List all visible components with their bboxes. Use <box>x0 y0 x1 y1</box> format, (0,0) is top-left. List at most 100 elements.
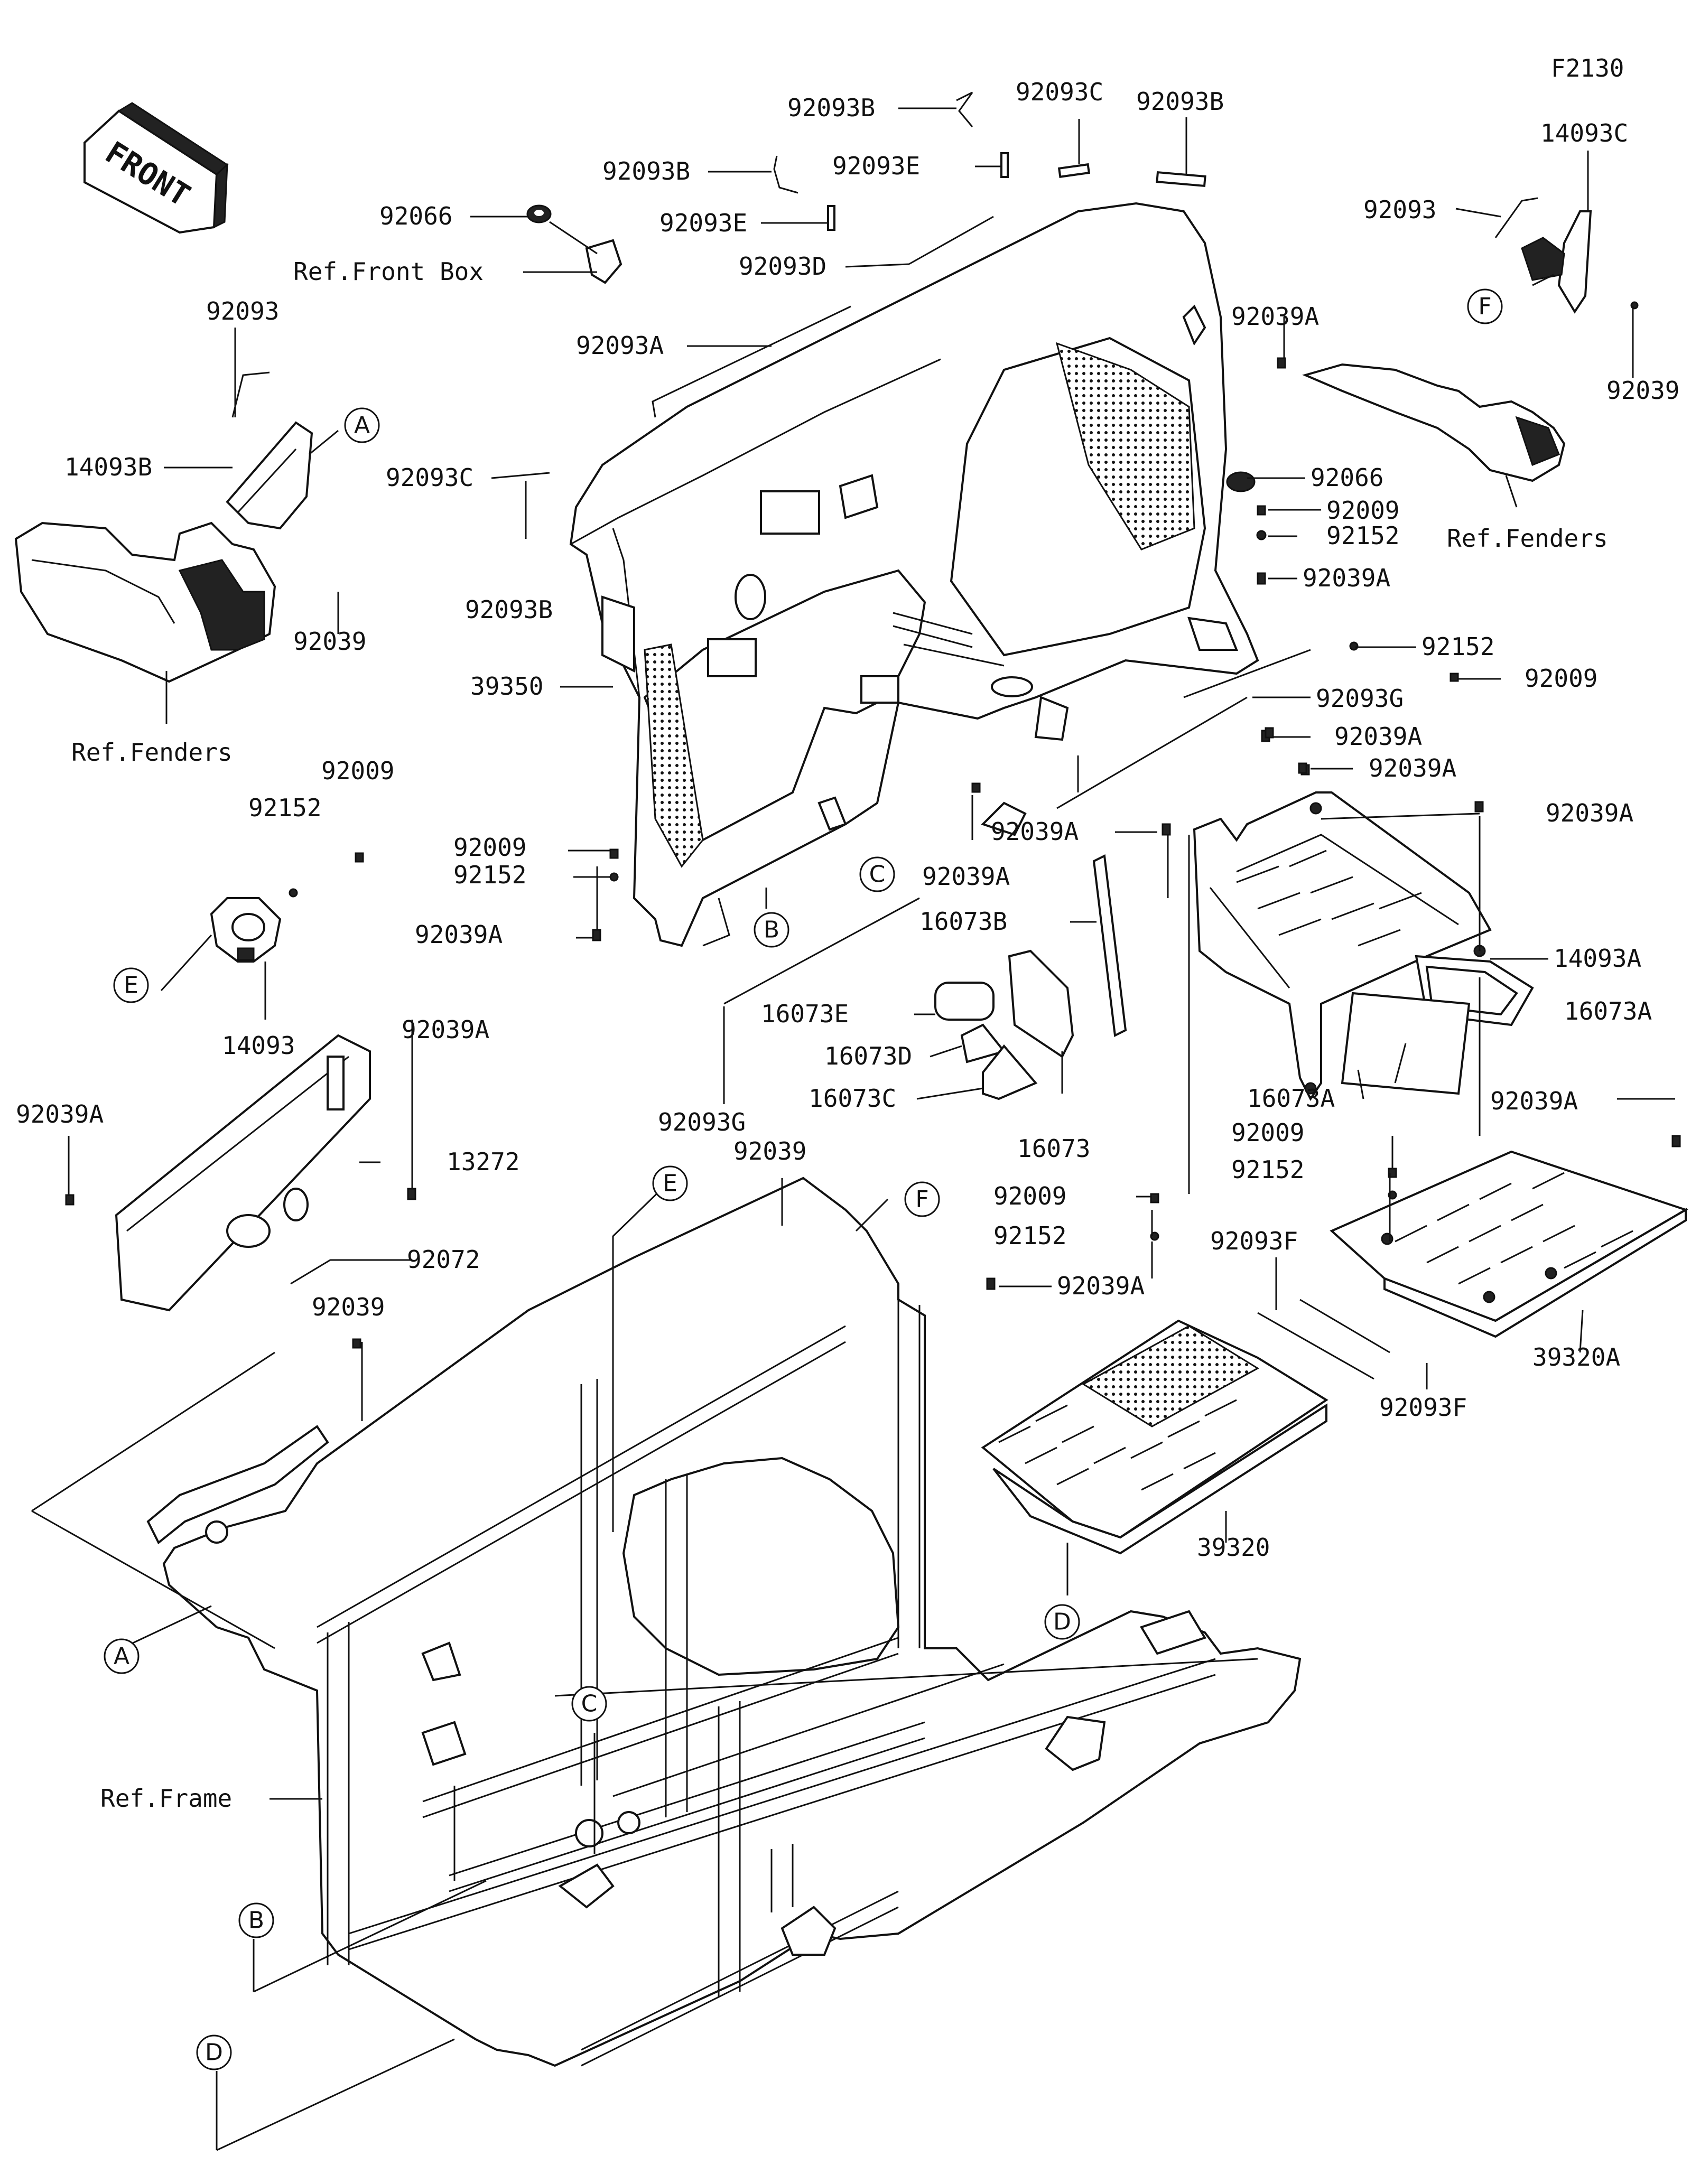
label-92009-b: 92009 <box>1525 664 1597 693</box>
bracket-14093B <box>226 421 313 530</box>
seal-16073C <box>982 1044 1038 1100</box>
label-ref-front-box: Ref.Front Box <box>293 257 484 286</box>
label-92039A-i: 92039A <box>402 1015 489 1044</box>
label-92152-d: 92152 <box>453 861 526 889</box>
screw-92039A-right <box>1277 357 1286 369</box>
label-92093E-a: 92093E <box>832 152 920 180</box>
label-92093C-b: 92093C <box>386 463 473 492</box>
svg-text:C: C <box>869 861 886 888</box>
callout-A-frame: A <box>104 1638 140 1674</box>
seal-16073E <box>934 982 995 1021</box>
label-92066-b: 92066 <box>1311 463 1383 492</box>
label-92152-a: 92152 <box>1326 521 1399 550</box>
callout-F-frame: F <box>904 1181 940 1217</box>
strip-92093G <box>1056 696 1248 809</box>
label-92009-e: 92009 <box>1231 1118 1304 1147</box>
rod-92072 <box>290 1259 331 1285</box>
screw-92039A-b <box>1257 572 1266 585</box>
clip-92093-right <box>1494 197 1538 238</box>
callout-E-left: E <box>113 967 149 1003</box>
label-16073A-a: 16073A <box>1564 997 1652 1025</box>
label-92093B-a: 92093B <box>787 94 875 122</box>
front-arrow-icon: FRONT <box>83 102 229 234</box>
strip-92093F <box>1257 1299 1390 1380</box>
label-92039A-d: 92039A <box>1369 754 1456 782</box>
label-92039A-b: 92039A <box>1303 564 1390 592</box>
figure-code: F2130 <box>1551 54 1624 82</box>
bolt-92009-b <box>1450 673 1459 682</box>
label-92039-c: 92039 <box>733 1137 806 1165</box>
fender-right <box>1302 363 1566 482</box>
seal-92093A <box>652 305 851 418</box>
label-92039A-k: 92039A <box>16 1100 104 1128</box>
clamp-92093B-top <box>956 91 973 127</box>
grommet-92066-top <box>526 204 552 223</box>
label-39320A: 39320A <box>1532 1343 1620 1371</box>
label-92093B-d: 92093B <box>465 595 553 624</box>
seal-16073B <box>1092 854 1127 1038</box>
label-92093B-c: 92093B <box>602 157 690 185</box>
label-92093-a: 92093 <box>1363 195 1436 224</box>
label-92093E-b: 92093E <box>659 209 747 237</box>
label-92039-a: 92039 <box>1606 376 1679 405</box>
label-92093A: 92093A <box>576 331 664 360</box>
label-92039-b: 92039 <box>293 627 366 656</box>
svg-text:B: B <box>764 917 779 944</box>
label-92093G-a: 92093G <box>1316 684 1404 713</box>
label-39320: 39320 <box>1197 1533 1270 1562</box>
label-ref-fenders-l: Ref.Fenders <box>71 738 233 767</box>
label-92039-d: 92039 <box>312 1293 385 1321</box>
bracket-14093C <box>1521 210 1592 314</box>
label-16073B: 16073B <box>919 907 1007 936</box>
label-92039A-c: 92039A <box>1334 722 1422 751</box>
svg-text:D: D <box>205 2039 223 2066</box>
pin-92093C-top <box>1057 163 1091 178</box>
label-92152-b: 92152 <box>1421 632 1494 661</box>
bracket-13272 <box>115 1034 371 1312</box>
label-39350: 39350 <box>470 672 543 701</box>
pin-92093E-top <box>1000 152 1009 178</box>
label-92009-f: 92009 <box>993 1182 1066 1210</box>
svg-text:E: E <box>124 972 138 999</box>
callout-B-mid: B <box>754 912 789 948</box>
svg-text:A: A <box>354 412 370 439</box>
svg-text:F: F <box>1478 293 1491 320</box>
label-92039A-l: 92039A <box>1057 1272 1145 1300</box>
label-92152-f: 92152 <box>993 1221 1066 1250</box>
label-92093D: 92093D <box>739 252 826 281</box>
callout-E-frame: E <box>652 1165 688 1201</box>
label-13272: 13272 <box>447 1147 519 1176</box>
label-ref-fenders-r: Ref.Fenders <box>1447 524 1608 553</box>
label-14093B: 14093B <box>64 453 152 481</box>
label-16073: 16073 <box>1017 1134 1090 1163</box>
grommet-92066-right <box>1226 471 1256 492</box>
label-92093-b: 92093 <box>206 297 279 325</box>
label-92039A-e: 92039A <box>1546 799 1633 827</box>
fender-left <box>14 521 276 683</box>
label-92009-c: 92009 <box>321 757 394 785</box>
bracket-front-box <box>585 239 622 284</box>
svg-text:B: B <box>248 1907 264 1934</box>
leader-lines <box>31 107 1675 2151</box>
label-92093G-b: 92093G <box>658 1108 746 1136</box>
label-ref-frame: Ref.Frame <box>100 1784 232 1813</box>
clip-92093B-topright <box>1156 171 1206 188</box>
label-16073E: 16073E <box>761 1000 849 1028</box>
pin-92093E-mid <box>827 205 835 231</box>
floor-mat-39320 <box>981 1319 1328 1555</box>
label-14093: 14093 <box>222 1031 295 1060</box>
label-92072: 92072 <box>407 1245 480 1274</box>
clip-92093-left <box>231 371 270 418</box>
callout-B-frame: B <box>238 1902 274 1938</box>
label-92039A-h: 92039A <box>415 920 503 949</box>
label-92039A-a: 92039A <box>1231 302 1319 331</box>
floor-bracket-14093A <box>1193 791 1492 1101</box>
label-14093A: 14093A <box>1554 944 1641 973</box>
label-92093F-a: 92093F <box>1210 1227 1298 1255</box>
frame <box>146 1177 1302 2067</box>
label-92039A-f: 92039A <box>991 817 1079 846</box>
label-16073C: 16073C <box>809 1084 896 1113</box>
bolt-92009-a <box>1257 505 1266 516</box>
callout-F-top: F <box>1467 288 1503 324</box>
